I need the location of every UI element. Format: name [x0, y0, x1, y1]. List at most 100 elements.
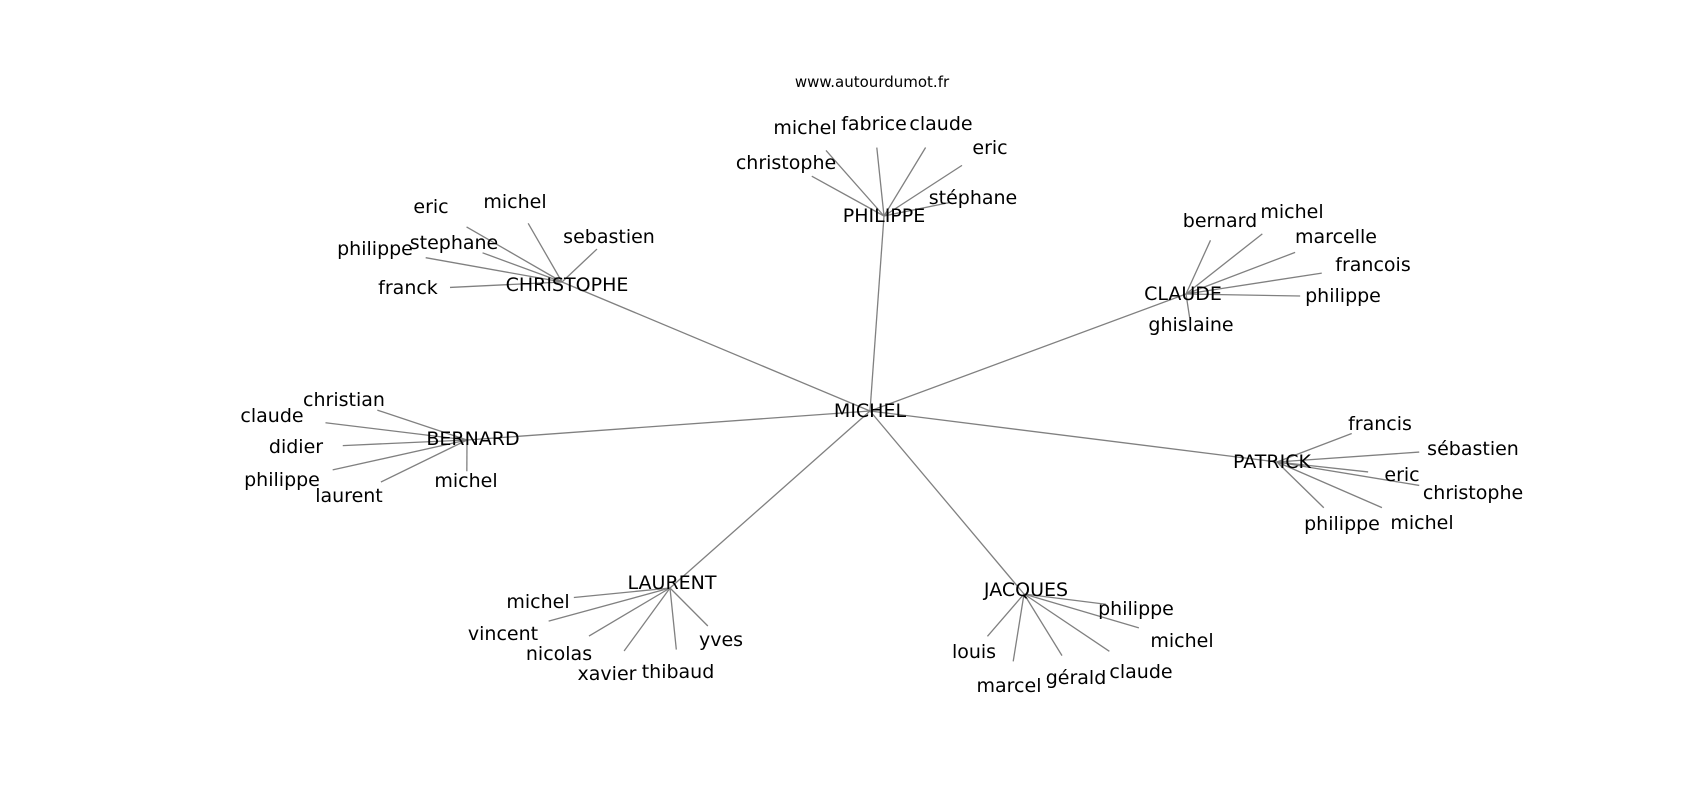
leaf-node-label: claude — [909, 113, 972, 135]
leaf-node-label: sébastien — [1427, 438, 1519, 460]
leaf-node-label: michel — [506, 591, 569, 613]
leaf-edge — [588, 587, 671, 637]
hub-edge-bernard — [466, 410, 871, 441]
leaf-node-label: stéphane — [929, 187, 1018, 209]
hub-edge-patrick — [869, 410, 1278, 463]
hub-node-claude: CLAUDE — [1144, 283, 1222, 305]
leaf-node-label: laurent — [315, 485, 383, 507]
leaf-edge — [876, 147, 885, 217]
leaf-node-label: claude — [240, 405, 303, 427]
leaf-node-label: ghislaine — [1148, 314, 1233, 336]
leaf-edge — [527, 222, 563, 283]
leaf-edge — [1023, 593, 1110, 652]
leaf-edge — [342, 439, 468, 447]
leaf-node-label: michel — [434, 470, 497, 492]
leaf-node-label: michel — [483, 191, 546, 213]
leaf-edge — [1012, 593, 1025, 662]
leaf-node-label: eric — [1384, 464, 1419, 486]
leaf-node-label: stephane — [410, 232, 499, 254]
hub-edge-christophe — [561, 281, 871, 412]
leaf-edge — [1276, 461, 1383, 509]
leaf-edge — [1023, 593, 1063, 656]
leaf-node-label: yves — [699, 629, 743, 651]
hub-node-jacques: JACQUES — [983, 579, 1068, 601]
leaf-edge — [1185, 251, 1296, 295]
site-url: www.autourdumot.fr — [795, 73, 950, 91]
leaf-edge — [883, 201, 950, 217]
hub-node-philippe: PHILIPPE — [843, 205, 925, 227]
leaf-node-label: thibaud — [642, 661, 715, 683]
leaf-edge — [1276, 461, 1369, 473]
leaf-node-label: michel — [1260, 201, 1323, 223]
hub-node-patrick: PATRICK — [1233, 451, 1311, 473]
leaf-edge — [1185, 233, 1263, 295]
leaf-node-label: bernard — [1183, 210, 1257, 232]
leaf-edge — [669, 587, 709, 627]
leaf-node-label: philippe — [337, 238, 413, 260]
leaf-node-label: philippe — [1305, 285, 1381, 307]
leaf-edge — [883, 164, 963, 217]
leaf-node-label: didier — [269, 436, 323, 458]
hub-node-laurent: LAURENT — [628, 572, 717, 594]
leaf-edge — [561, 248, 598, 283]
leaf-edge — [425, 257, 563, 283]
leaf-edge — [332, 439, 468, 471]
leaf-node-label: nicolas — [526, 643, 592, 665]
center-node-label: MICHEL — [834, 400, 907, 422]
leaf-node-label: philippe — [1304, 513, 1380, 535]
leaf-edge — [573, 587, 671, 599]
leaf-edge — [377, 409, 468, 441]
leaf-edge — [1276, 461, 1325, 509]
hub-node-christophe: CHRISTOPHE — [506, 274, 629, 296]
leaf-edge — [811, 175, 885, 217]
leaf-edge — [1276, 432, 1352, 463]
leaf-edge — [669, 587, 677, 650]
leaf-edge — [1185, 293, 1191, 318]
graph-edges — [325, 147, 1420, 662]
leaf-edge — [825, 149, 885, 217]
leaf-edge — [1185, 240, 1212, 295]
leaf-edge — [466, 226, 563, 283]
leaf-node-label: gérald — [1046, 667, 1107, 689]
leaf-node-label: marcel — [977, 675, 1042, 697]
leaf-node-label: christophe — [1423, 482, 1523, 504]
leaf-node-label: eric — [972, 137, 1007, 159]
hub-node-bernard: BERNARD — [426, 428, 519, 450]
leaf-node-label: fabrice — [841, 113, 907, 135]
leaf-node-label: francis — [1348, 413, 1412, 435]
hub-edge-claude — [869, 293, 1187, 412]
leaf-edge — [482, 252, 563, 283]
leaf-edge — [1185, 272, 1322, 295]
leaf-edge — [449, 281, 563, 289]
hub-edge-laurent — [669, 410, 871, 589]
leaf-edge — [623, 587, 671, 652]
leaf-node-label: eric — [413, 196, 448, 218]
leaf-node-label: michel — [773, 117, 836, 139]
hub-edge-jacques — [869, 410, 1025, 595]
leaf-node-label: philippe — [244, 469, 320, 491]
leaf-node-label: claude — [1109, 661, 1172, 683]
leaf-node-label: louis — [952, 641, 996, 663]
leaf-node-label: sebastien — [563, 226, 655, 248]
leaf-edge — [883, 147, 927, 217]
leaf-node-label: marcelle — [1295, 226, 1377, 248]
leaf-node-label: philippe — [1098, 598, 1174, 620]
leaf-edge — [986, 593, 1025, 637]
leaf-edge — [1276, 451, 1420, 463]
leaf-node-label: michel — [1390, 512, 1453, 534]
leaf-edge — [548, 587, 671, 622]
leaf-node-label: michel — [1150, 630, 1213, 652]
leaf-edge — [325, 422, 468, 441]
leaf-edge — [380, 439, 468, 483]
leaf-node-label: francois — [1335, 254, 1410, 276]
leaf-node-label: franck — [378, 277, 438, 299]
leaf-edge — [1023, 593, 1106, 605]
leaf-node-label: christophe — [736, 152, 836, 174]
leaf-node-label: vincent — [468, 623, 538, 645]
leaf-edge — [1185, 293, 1301, 297]
leaf-edge — [1276, 461, 1420, 487]
leaf-node-label: xavier — [578, 663, 637, 685]
leaf-edge — [1023, 593, 1140, 629]
